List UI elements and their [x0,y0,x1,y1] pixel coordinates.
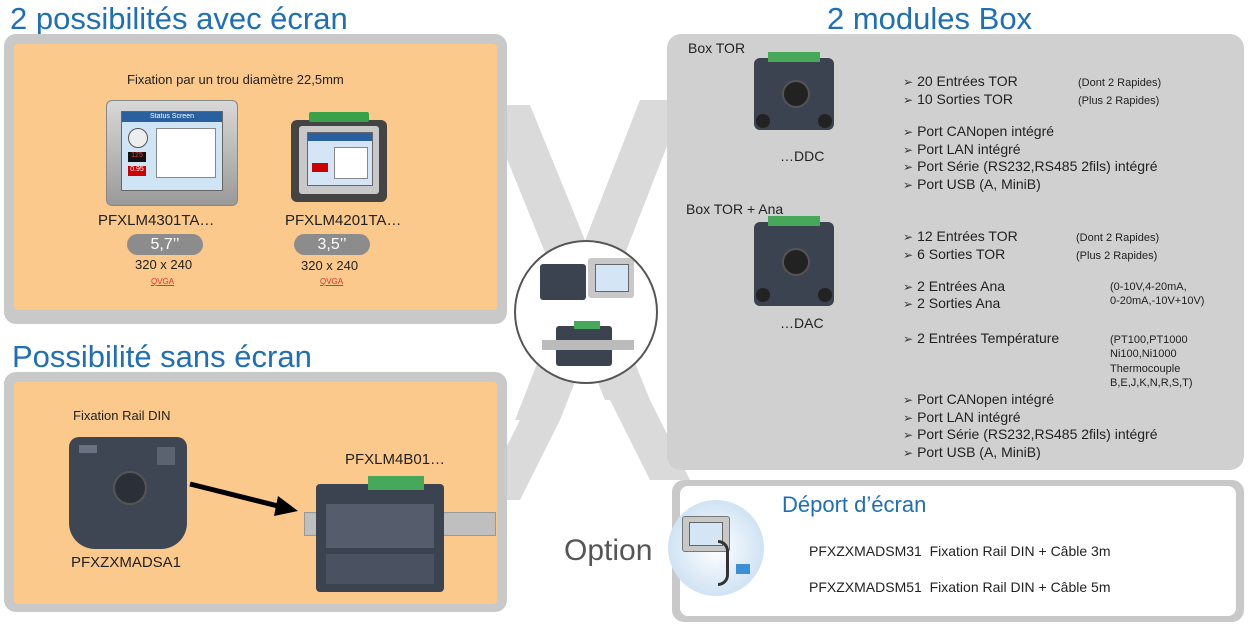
box-ana-io-2: ➢6 Sorties TOR [903,246,1006,262]
box-tor-io-note-2: (Plus 2 Rapides) [1078,95,1160,107]
box-tor-ana-image [754,216,834,306]
option-panel [672,480,1244,622]
resolution-1: 320 x 240 [135,257,193,272]
type-2: QVGA [320,277,344,286]
fixation-hole-text: Fixation par un trou diamètre 22,5mm [127,72,344,87]
remote-screen-image [668,500,764,596]
box-ana-port-2: ➢Port LAN intégré [903,409,1021,425]
box-tor-port-2: ➢Port LAN intégré [903,141,1021,157]
terminal-block [309,112,369,122]
size-badge-2: 3,5’’ [294,234,370,255]
adapter-plate-image [69,437,187,549]
adapter-ref: PFXZXMADSA1 [71,554,182,571]
with-screen-area: Fixation par un trou diamètre 22,5mm Sta… [14,44,497,310]
box-ana-analog-note-1: (0-10V,4-20mA, [1110,281,1187,293]
box-ana-analog-2: ➢2 Sorties Ana [903,295,1001,311]
box-ana-port-4: ➢Port USB (A, MiniB) [903,444,1041,460]
box-ana-temp: ➢2 Entrées Température [903,330,1060,346]
box-ana-temp-note-4: B,E,J,K,N,R,S,T) [1110,377,1193,389]
option-desc-2: Fixation Rail DIN + Câble 5m [929,579,1111,595]
title-without-screen: Possibilité sans écran [12,339,312,374]
module-ref: PFXLM4B01… [345,451,446,468]
box-tor-io-1: ➢20 Entrées TOR [903,73,1018,89]
box-ana-temp-note-1: (PT100,PT1000 [1110,334,1188,346]
option-line-1: PFXZXMADSM31 Fixation Rail DIN + Câble 3… [809,543,1111,561]
hmi-5-7-device-image: Status Screen 125 0.95 [106,100,238,206]
box-tor-io-2: ➢10 Sorties TOR [903,91,1014,107]
box-tor-code: …DDC [780,148,825,164]
box-ana-port-1: ➢Port CANopen intégré [903,391,1055,407]
status-screen-label: Status Screen [122,112,222,122]
box-module-image [316,476,444,592]
type-1: QVGA [151,277,175,286]
size-badge-1: 5,7’’ [127,234,203,255]
box-ana-analog-note-2: 0-20mA,-10V+10V) [1110,295,1205,307]
option-label: Option [564,534,653,567]
box-tor-port-1: ➢Port CANopen intégré [903,123,1055,139]
option-line-2: PFXZXMADSM51 Fixation Rail DIN + Câble 5… [809,579,1111,597]
without-screen-panel: Fixation Rail DIN PFXLM4B01… PFXZXMADSA1 [4,372,507,612]
box-ana-analog-1: ➢2 Entrées Ana [903,278,1006,294]
center-product-circle [514,240,658,384]
option-ref-2: PFXZXMADSM51 [809,579,922,595]
fixation-rail-text: Fixation Rail DIN [73,408,171,423]
box-tor-name: Box TOR [688,40,746,56]
title-with-screen: 2 possibilités avec écran [10,1,348,36]
product-ref-1: PFXLM4301TA… [98,212,215,229]
arrow-icon [189,481,298,516]
hmi-3-5-device-image [291,112,387,202]
box-ana-temp-note-2: Ni100,Ni1000 [1110,348,1177,360]
without-screen-area: Fixation Rail DIN PFXLM4B01… PFXZXMADSA1 [14,382,497,604]
option-title: Déport d’écran [782,492,927,517]
box-tor-io-note-1: (Dont 2 Rapides) [1078,77,1162,89]
title-box-modules: 2 modules Box [827,1,1033,36]
box-tor-ana-name: Box TOR + Ana [686,201,784,217]
box-ana-io-note-2: (Plus 2 Rapides) [1076,250,1158,262]
box-ana-io-note-1: (Dont 2 Rapides) [1076,232,1160,244]
product-ref-2: PFXLM4201TA… [285,212,402,229]
option-inner [680,486,1236,616]
resolution-2: 320 x 240 [301,258,359,273]
option-ref-1: PFXZXMADSM31 [809,543,922,559]
box-ana-temp-note-3: Thermocouple [1110,363,1181,375]
box-ana-io-1: ➢12 Entrées TOR [903,228,1018,244]
option-desc-1: Fixation Rail DIN + Câble 3m [929,543,1111,559]
box-ana-port-3: ➢Port Série (RS232,RS485 2fils) intégré [903,426,1158,442]
box-tor-ana-code: …DAC [780,315,824,331]
box-tor-port-4: ➢Port USB (A, MiniB) [903,176,1041,192]
box-tor-port-3: ➢Port Série (RS232,RS485 2fils) intégré [903,158,1158,174]
with-screen-panel: Fixation par un trou diamètre 22,5mm Sta… [4,34,507,324]
box-tor-image [754,52,834,130]
